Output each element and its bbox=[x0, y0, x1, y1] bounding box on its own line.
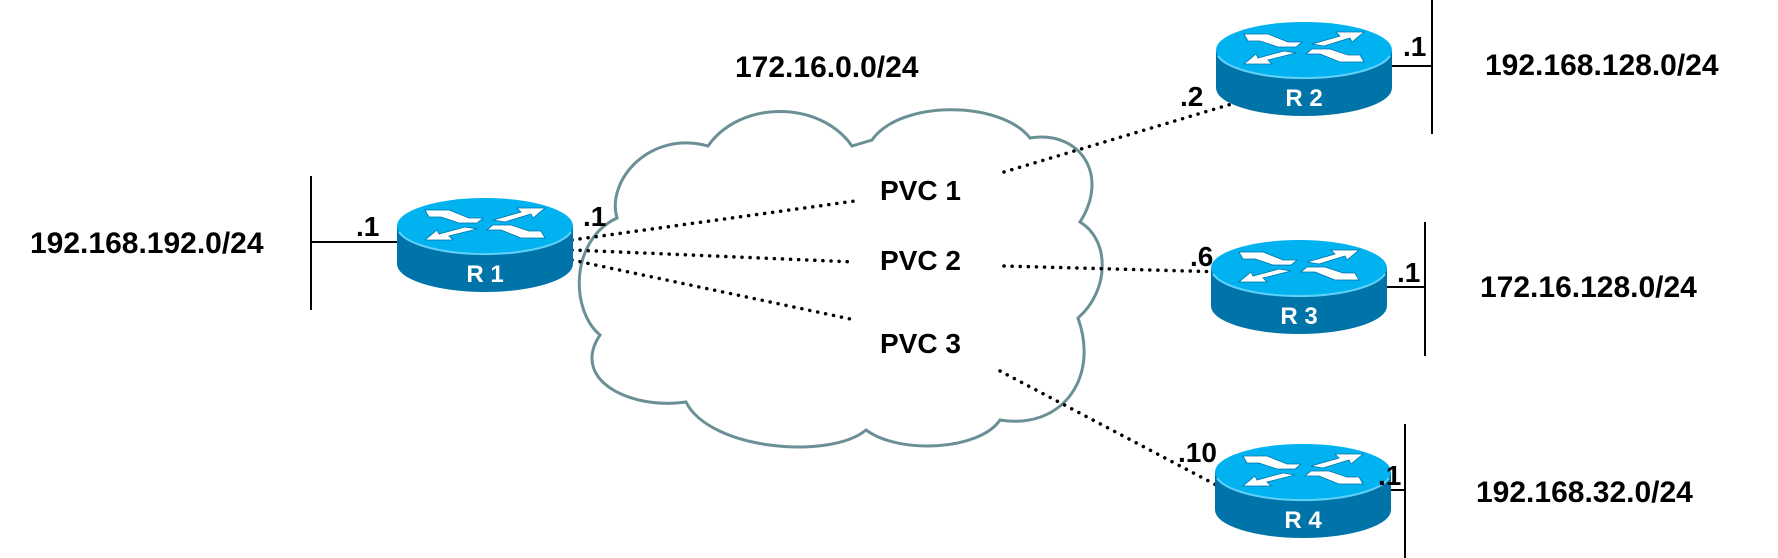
r1-lan-network-label: 192.168.192.0/24 bbox=[30, 227, 264, 260]
router-name: R 4 bbox=[1284, 507, 1322, 534]
r2-lan-network-label: 192.168.128.0/24 bbox=[1485, 49, 1719, 82]
pvc3-line bbox=[570, 258, 1222, 489]
r3-lan-ip: .1 bbox=[1397, 257, 1420, 288]
r4-wan-ip: .10 bbox=[1178, 437, 1217, 468]
r3-lan-network-label: 172.16.128.0/24 bbox=[1480, 271, 1697, 304]
router-name: R 2 bbox=[1285, 85, 1322, 112]
pvc1-label: PVC 1 bbox=[880, 175, 961, 206]
router-r3[interactable]: R 3 bbox=[1210, 239, 1388, 335]
router-r4[interactable]: R 4 bbox=[1214, 443, 1392, 539]
r3-wan-ip: .6 bbox=[1190, 241, 1213, 272]
r2-lan-ip: .1 bbox=[1403, 31, 1426, 62]
frame-relay-cloud bbox=[577, 108, 1104, 449]
r1-lan-ip: .1 bbox=[356, 211, 379, 242]
r4-lan-ip: .1 bbox=[1378, 460, 1401, 491]
router-r2[interactable]: R 2 bbox=[1215, 21, 1393, 117]
router-r1[interactable]: R 1 bbox=[396, 197, 574, 293]
pvc2-line bbox=[570, 248, 1227, 274]
pvc2-label: PVC 2 bbox=[880, 245, 961, 276]
r4-lan-network-label: 192.168.32.0/24 bbox=[1476, 476, 1693, 509]
pvc3-label: PVC 3 bbox=[880, 328, 961, 359]
pvc1-line bbox=[570, 98, 1247, 242]
r1-wan-ip: .1 bbox=[583, 201, 606, 232]
r2-wan-ip: .2 bbox=[1180, 81, 1203, 112]
router-name: R 1 bbox=[466, 261, 503, 288]
cloud-network-label: 172.16.0.0/24 bbox=[735, 51, 919, 84]
router-name: R 3 bbox=[1280, 303, 1317, 330]
